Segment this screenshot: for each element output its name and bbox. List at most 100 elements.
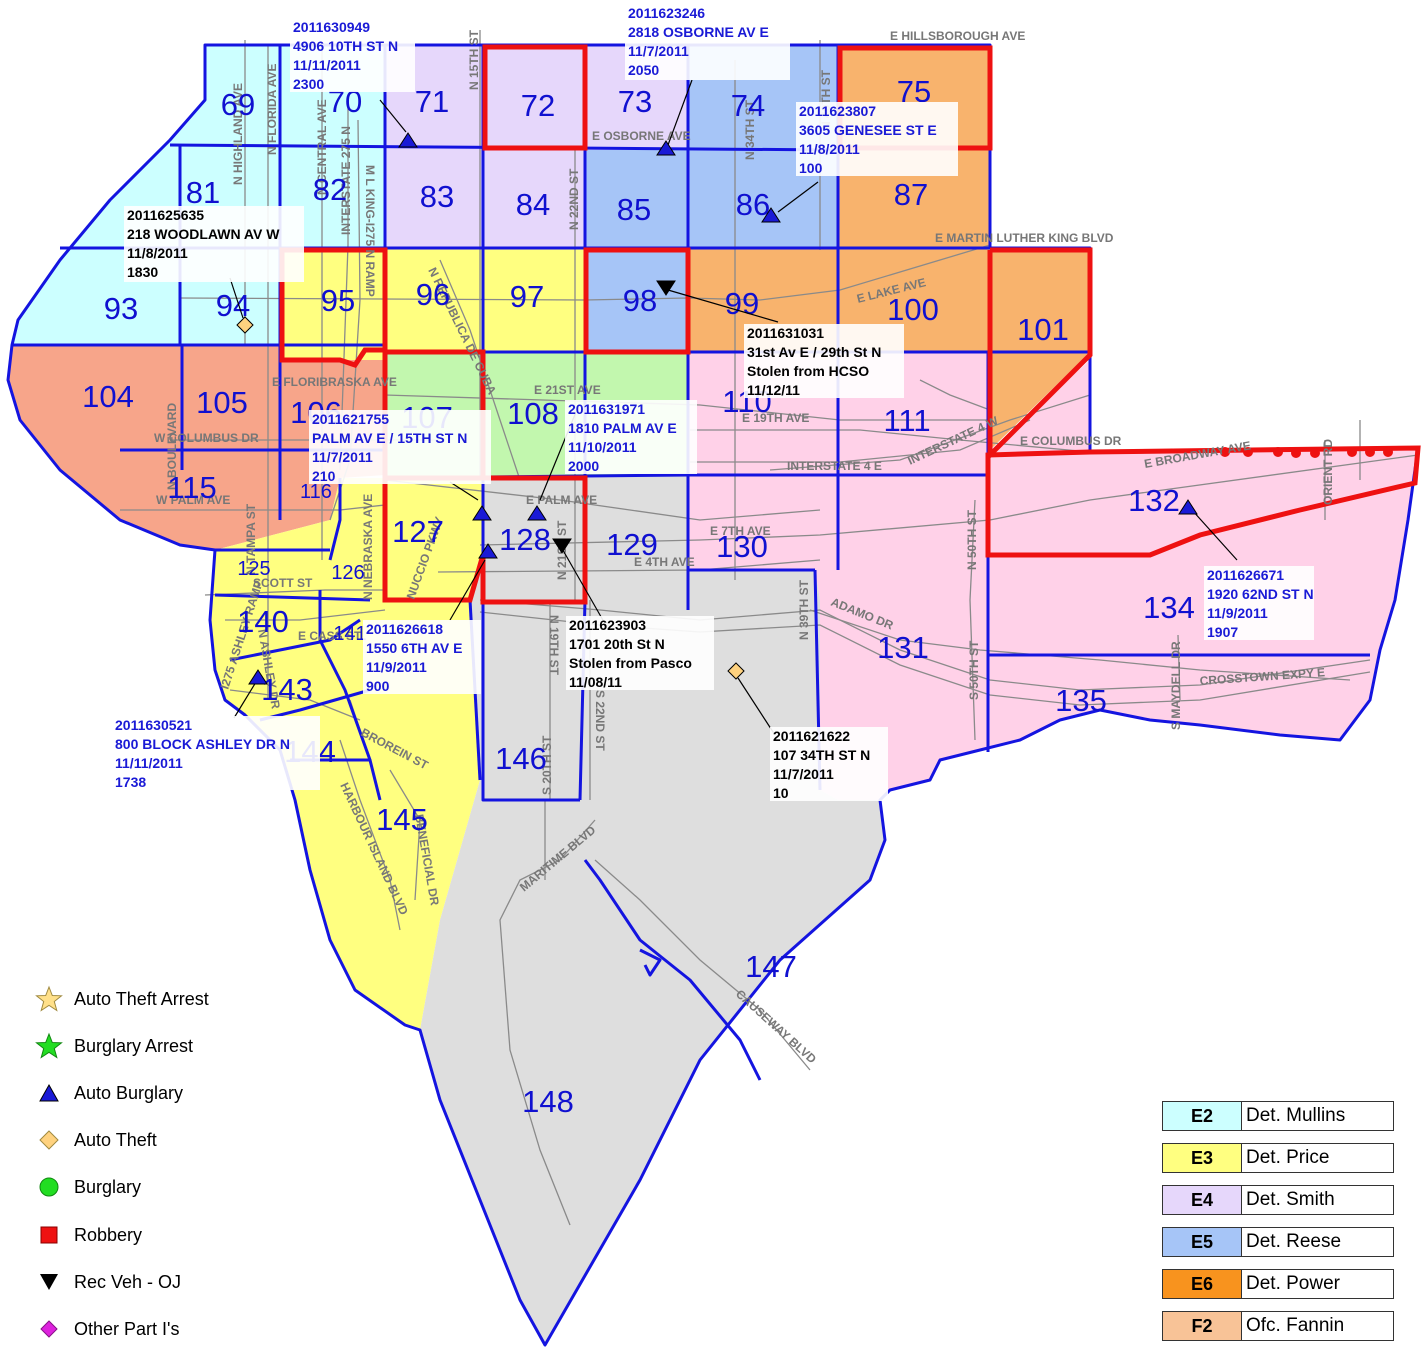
incident-marker-auto-theft[interactable] [727, 662, 745, 680]
zone-label-141: 141 [333, 623, 366, 645]
star-icon [34, 984, 64, 1014]
zone-label-116: 116 [300, 481, 332, 503]
street-label: N NEBRASKA AVE [361, 494, 375, 600]
legend-label: Robbery [74, 1224, 143, 1245]
zone-label-71: 71 [415, 84, 449, 119]
incident-marker-auto-theft[interactable] [236, 316, 254, 334]
legend-label: Auto Theft Arrest [74, 988, 209, 1009]
zone-label-105: 105 [196, 385, 248, 420]
detective-code: E2 [1163, 1102, 1242, 1130]
zone-label-104: 104 [82, 379, 134, 414]
highlight-zone-127-128 [382, 475, 588, 605]
detective-name: Det. Power [1242, 1270, 1393, 1298]
legend-label: Auto Burglary [74, 1082, 184, 1103]
incident-marker-rec-veh[interactable] [552, 538, 572, 554]
detective-row: E4 Det. Smith [1162, 1185, 1394, 1215]
zone-label-73: 73 [618, 84, 652, 119]
zone-label-100: 100 [887, 292, 939, 327]
zone-label-132: 132 [1128, 483, 1180, 518]
incident-marker-auto-burglary[interactable] [761, 207, 781, 223]
street-label: INTERSTATE 4 E [787, 459, 882, 473]
legend-label: Auto Theft [74, 1129, 157, 1150]
incident-marker-auto-burglary[interactable] [398, 132, 418, 148]
zone-label-95: 95 [321, 283, 355, 318]
diamond-icon [34, 1125, 64, 1155]
zone-fill-gray [420, 475, 885, 1345]
street-label: N 22ND ST [567, 168, 581, 230]
detective-row: E3 Det. Price [1162, 1143, 1394, 1173]
legend-item-burglary-arrest: Burglary Arrest [34, 1031, 193, 1061]
zone-label-115: 115 [167, 470, 216, 505]
detective-code: E6 [1163, 1270, 1242, 1298]
zone-label-99: 99 [725, 286, 759, 321]
zone-label-87: 87 [894, 177, 928, 212]
street-label: E 7TH AVE [710, 524, 771, 538]
triangle-up-icon [34, 1078, 64, 1108]
zone-label-108: 108 [507, 396, 559, 431]
detective-code: F2 [1163, 1312, 1242, 1340]
zone-label-131: 131 [877, 630, 929, 665]
zone-fill-e2 [12, 45, 385, 348]
street-label: N 50TH ST [965, 509, 979, 570]
incident-marker-rec-veh[interactable] [656, 280, 676, 296]
zone-label-134: 134 [1143, 590, 1195, 625]
zone-label-143: 143 [261, 672, 313, 707]
incident-marker-auto-burglary[interactable] [478, 543, 498, 559]
legend-label: Burglary [74, 1176, 142, 1197]
zone-label-111: 111 [883, 403, 930, 438]
detective-name: Det. Reese [1242, 1228, 1393, 1256]
incident-marker-auto-burglary[interactable] [1178, 499, 1198, 515]
zone-label-130: 130 [716, 529, 768, 564]
incident-marker-auto-burglary[interactable] [527, 505, 547, 521]
diamond-icon [34, 1314, 64, 1344]
zone-label-147: 147 [745, 949, 797, 984]
legend-item-robbery: Robbery [34, 1220, 142, 1250]
street-label: N TAMPA ST [244, 503, 258, 575]
detective-code: E4 [1163, 1186, 1242, 1214]
street-label: E 21ST AVE [534, 383, 601, 397]
legend-item-auto-theft: Auto Theft [34, 1125, 157, 1155]
street-label: N CENTRAL AVE [315, 99, 329, 195]
zone-label-83: 83 [420, 179, 454, 214]
zone-fill-e3-south [210, 478, 483, 1030]
zone-label-146: 146 [495, 741, 547, 776]
legend-label: Other Part I's [74, 1318, 180, 1339]
highlight-zone-95 [279, 247, 388, 368]
zone-label-69: 69 [221, 87, 255, 122]
detective-name: Det. Smith [1242, 1186, 1393, 1214]
incident-marker-auto-burglary[interactable] [472, 505, 492, 521]
detective-name: Ofc. Fannin [1242, 1312, 1393, 1340]
street-label: E COLUMBUS DR [1020, 434, 1122, 448]
street-label: E 4TH AVE [634, 555, 695, 569]
detective-row: E5 Det. Reese [1162, 1227, 1394, 1257]
street-label: E HILLSBOROUGH AVE [890, 29, 1025, 43]
street-label: S 50TH ST [967, 640, 981, 700]
incident-marker-auto-burglary[interactable] [248, 669, 268, 685]
incident-marker-auto-burglary[interactable] [656, 140, 676, 156]
zone-label-85: 85 [617, 192, 651, 227]
detective-name: Det. Price [1242, 1144, 1393, 1172]
legend-item-burglary: Burglary [34, 1172, 141, 1202]
legend-item-other-part-i: Other Part I's [34, 1314, 179, 1344]
zone-fill-pink [688, 352, 1418, 800]
detective-row: E6 Det. Power [1162, 1269, 1394, 1299]
street-label: E OSBORNE AVE [592, 129, 691, 143]
street-label: INTERSTATE 275 N [339, 126, 353, 235]
highlight-zone-98 [583, 247, 691, 355]
